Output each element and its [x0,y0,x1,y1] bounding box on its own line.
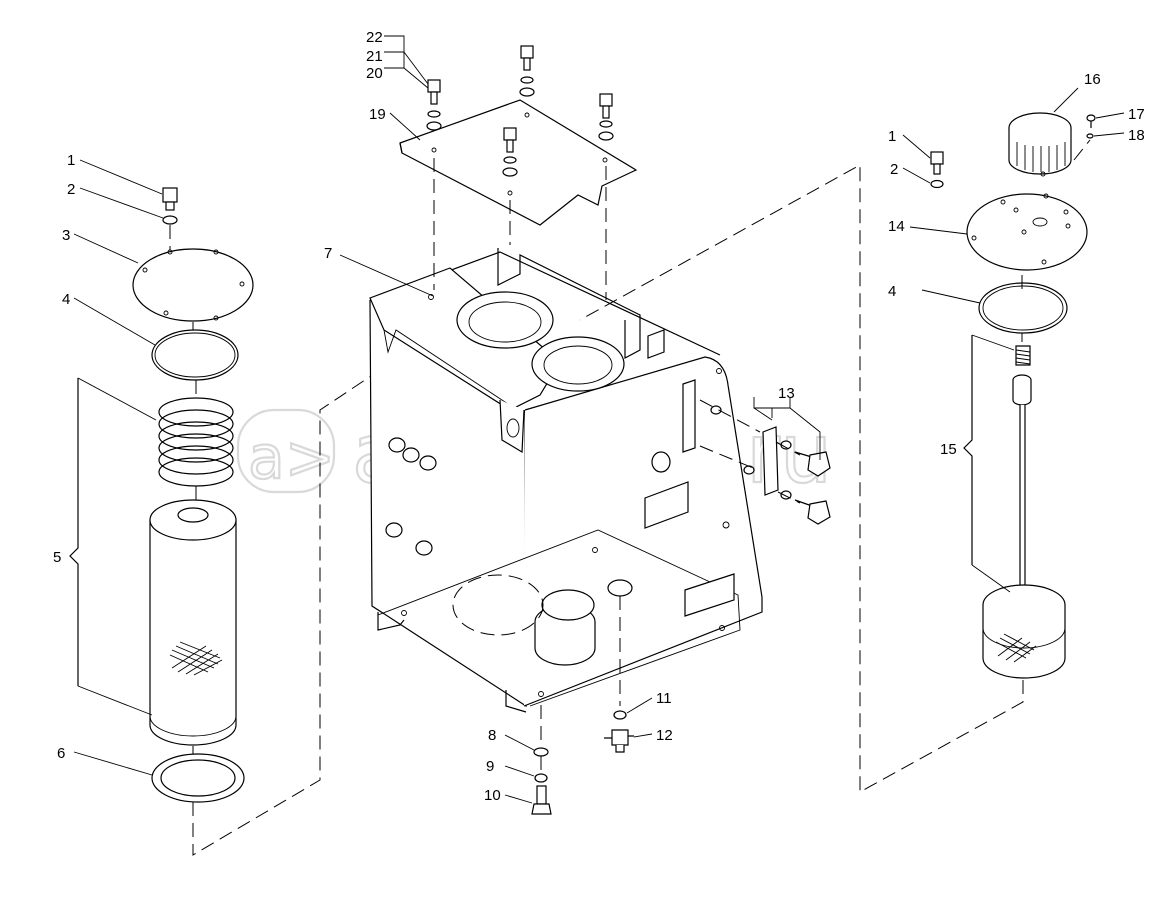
callout-right-2: 2 [890,161,898,178]
breather-rod [1012,345,1032,608]
callout-13: 13 [778,385,795,402]
bolt-top-a [426,79,442,131]
brace-5 [69,378,79,686]
breather-plate [966,193,1088,271]
brace-15 [963,335,973,565]
small-screw-18 [1086,133,1094,139]
breather-cap [1008,112,1072,177]
callout-11: 11 [656,690,672,707]
washer-9 [534,773,548,783]
drain-bolt [531,785,552,815]
mesh-icon [169,641,223,676]
callout-17: 17 [1128,106,1145,123]
filter-element-left [149,499,237,746]
mesh-icon [995,633,1037,663]
callout-22: 22 [366,29,383,46]
callout-right-4: 4 [888,283,896,300]
callout-21: 21 [366,48,383,65]
gauge-bolt-lower [794,499,831,525]
callout-8: 8 [488,727,496,744]
watermark-logo-symbol: a> [248,423,335,493]
callout-labels: 1 2 3 4 5 6 7 8 9 10 11 12 13 1 2 4 14 1… [53,29,1145,804]
callout-right-1: 1 [888,128,896,145]
callout-10: 10 [484,787,501,804]
callout-7: 7 [324,245,332,262]
gauge-bolt-upper [794,451,831,477]
sight-gauge [699,399,831,525]
callout-14: 14 [888,218,905,235]
watermark-logo-frame [236,408,336,494]
o-ring-right [978,282,1068,334]
callout-20: 20 [366,65,383,82]
callout-left-5: 5 [53,549,61,566]
callout-9: 9 [486,758,494,775]
washer-right [930,179,944,189]
bolt-top-d [502,127,518,177]
top-flange-1 [456,291,554,349]
right-breather-assembly [579,87,1125,793]
top-cover-plate [399,99,638,226]
callout-left-3: 3 [62,227,70,244]
washer-8 [533,747,549,757]
top-bolts [426,45,614,177]
breather-element [982,584,1066,679]
seal-ring-left [151,753,245,803]
cover-plate-left [132,248,254,322]
washer-left [162,215,178,225]
washer-11 [613,710,627,720]
spring-left [158,397,234,487]
callout-19: 19 [369,106,386,123]
o-ring-left [151,329,239,381]
callout-16: 16 [1084,71,1101,88]
callout-left-6: 6 [57,745,65,762]
callout-left-4: 4 [62,291,70,308]
small-screw-17 [1086,114,1096,128]
callout-12: 12 [656,727,673,744]
drain-valve [604,729,634,753]
bolt-left [162,187,178,211]
callout-15: 15 [940,441,957,458]
drain-assembly [531,596,634,815]
bolt-top-c [598,93,614,141]
bolt-right [930,151,944,175]
center-tank [369,248,763,713]
left-filter-assembly [69,159,396,856]
bolt-top-b [519,45,535,97]
top-flange-2 [531,336,625,392]
callout-18: 18 [1128,127,1145,144]
callout-left-2: 2 [67,181,75,198]
callout-left-1: 1 [67,152,75,169]
bottom-outlet [534,589,596,666]
bracket-top [369,267,561,454]
